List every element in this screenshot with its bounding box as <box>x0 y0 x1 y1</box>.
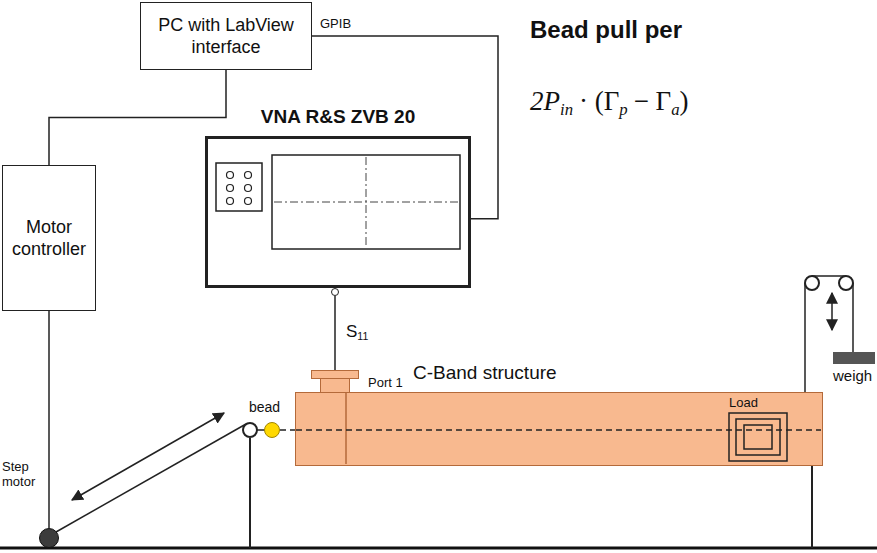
formula-term: − Γ <box>634 86 672 116</box>
signal-wire <box>48 311 50 528</box>
key-button <box>245 198 252 205</box>
key-button <box>245 172 252 179</box>
motion-arrow <box>72 413 224 500</box>
weight-block: weigh <box>831 352 875 392</box>
key-button <box>227 185 234 192</box>
center-string <box>296 429 821 430</box>
step-motor: Step motor <box>39 528 59 548</box>
subscript: a <box>671 100 679 119</box>
process-box: Motor controller <box>2 165 96 311</box>
bus-label: GPIB <box>318 16 353 31</box>
port-label-group: Port 1 <box>368 375 403 390</box>
load-label: Load <box>729 395 758 410</box>
coupler-divider <box>345 393 347 464</box>
bead-marker: bead <box>264 422 280 438</box>
structure-name: C-Band structure <box>413 362 557 384</box>
formula-group: 2Pin · (Γp − Γa) <box>530 86 689 120</box>
screen-grid <box>366 157 367 247</box>
analyzer-front <box>208 139 468 285</box>
signal-name-group: S11 <box>346 322 368 342</box>
left-pulley <box>243 423 257 437</box>
key-button <box>227 198 234 205</box>
formula-term: ) <box>680 86 689 116</box>
key-button <box>227 172 234 179</box>
left-post <box>249 438 251 548</box>
signal-wire <box>334 296 336 370</box>
motion-arrow <box>831 293 833 330</box>
diagram-title: Bead pull per <box>530 16 682 44</box>
part-label: S <box>346 322 357 341</box>
subscript: p <box>619 100 627 119</box>
port-connector <box>331 288 339 296</box>
box-label: PC with LabView interface <box>147 14 305 59</box>
formula-term: · (Γ <box>579 86 619 116</box>
part-label: Port 1 <box>368 375 403 390</box>
ground-line <box>0 547 877 550</box>
box-label: Motor controller <box>9 216 89 261</box>
motor-label: Step motor <box>2 459 40 489</box>
weight-bar <box>833 352 875 364</box>
load-outline <box>736 419 780 455</box>
formula-term: 2P <box>530 86 560 116</box>
analyzer-housing <box>205 136 471 288</box>
signal-wire <box>49 70 226 165</box>
keypad <box>216 163 262 211</box>
weight-string <box>812 275 846 277</box>
load-outline <box>729 413 787 461</box>
pull-string <box>56 424 246 532</box>
load-box: Load <box>727 394 789 464</box>
top-pulley <box>805 276 819 290</box>
key-button <box>245 185 252 192</box>
analyzer-box: VNA R&S ZVB 20 <box>205 106 471 288</box>
bead-label: bead <box>249 399 280 415</box>
device-name: VNA R&S ZVB 20 <box>205 106 471 128</box>
weight-label: weigh <box>833 367 872 384</box>
top-pulley <box>839 276 853 290</box>
subscript: 11 <box>357 330 368 342</box>
weight-string <box>852 283 854 352</box>
subscript: in <box>560 100 573 119</box>
load-outline <box>744 425 772 449</box>
process-box: PC with LabView interface <box>140 2 312 70</box>
screen <box>272 155 460 249</box>
